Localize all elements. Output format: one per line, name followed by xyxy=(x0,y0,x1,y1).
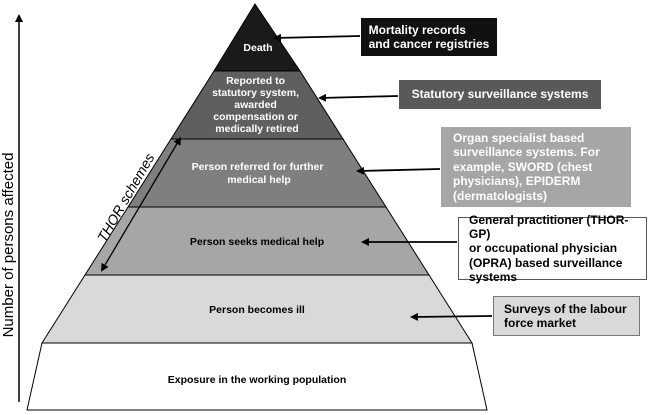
arrow-mortality xyxy=(273,33,361,42)
tier-label-referred: Person referred for further medical help xyxy=(192,161,327,186)
tier-exposure xyxy=(26,342,488,411)
callout-statutory-surveillance: Statutory surveillance systems xyxy=(399,80,601,109)
tier-label-exposure: Exposure in the working population xyxy=(168,374,347,386)
tier-label-seeks: Person seeks medical help xyxy=(190,236,324,248)
tier-label-reported: Reported to statutory system, awarded co… xyxy=(212,75,302,135)
y-axis-label: Number of persons affected xyxy=(0,153,17,338)
thor-schemes-arrow xyxy=(100,136,182,272)
callout-organ-specialist: Organ specialist based surveillance syst… xyxy=(441,127,631,207)
tier-referred xyxy=(127,138,387,208)
callout-mortality-records: Mortality records and cancer registries xyxy=(361,18,497,56)
tier-label-death: Death xyxy=(243,42,272,54)
arrow-statutory xyxy=(318,93,399,102)
tier-label-ill: Person becomes ill xyxy=(209,304,305,316)
callout-labour-force-surveys: Surveys of the labour force market xyxy=(493,296,640,336)
callout-general-practitioner: General practitioner (THOR-GP) or occupa… xyxy=(458,213,647,284)
arrow-organ xyxy=(356,166,441,175)
arrow-surveys xyxy=(410,312,493,321)
